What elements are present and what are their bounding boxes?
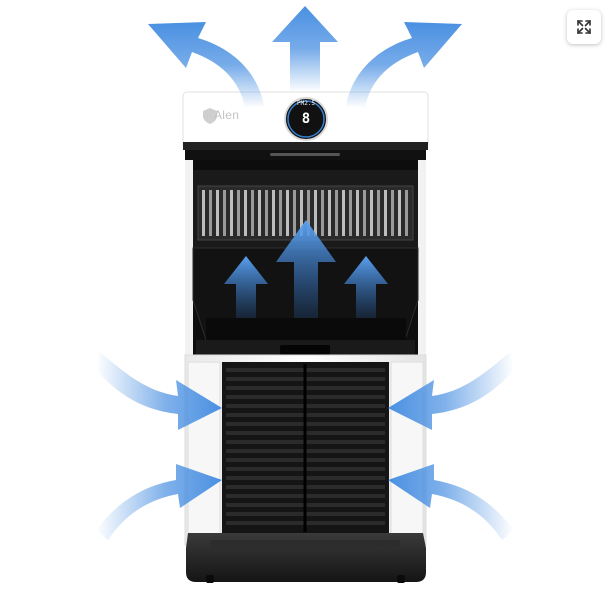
grille-bar <box>321 190 324 236</box>
grille-bar <box>405 190 408 236</box>
grille-bar <box>272 190 275 236</box>
display-value: 8 <box>296 111 316 127</box>
grille-bar <box>342 190 345 236</box>
grille-bar <box>398 190 401 236</box>
grille-bar <box>356 190 359 236</box>
display-pollutant-label: PM2.5 <box>296 100 316 107</box>
grille-bar <box>251 190 254 236</box>
grille-bar <box>209 190 212 236</box>
outflow-arrow-up <box>272 6 338 92</box>
grille-bar <box>265 190 268 236</box>
grille-bar <box>286 190 289 236</box>
expand-image-button[interactable] <box>567 10 601 44</box>
grille-bar <box>293 190 296 236</box>
grille-bar <box>230 190 233 236</box>
purifier-lower-body <box>185 355 426 545</box>
grille-bar <box>279 190 282 236</box>
purifier-base <box>186 533 426 583</box>
grille-bar <box>223 190 226 236</box>
grille-bar <box>363 190 366 236</box>
expand-arrows-icon <box>576 19 592 35</box>
grille-bar <box>384 190 387 236</box>
grille-bar <box>258 190 261 236</box>
grille-bar <box>335 190 338 236</box>
grille-bar <box>202 190 205 236</box>
grille-bar <box>328 190 331 236</box>
grille-bar <box>237 190 240 236</box>
grille-bar <box>314 190 317 236</box>
grille-bar <box>377 190 380 236</box>
grille-bar <box>216 190 219 236</box>
grille-bar <box>349 190 352 236</box>
brand-name: Alen <box>214 108 239 122</box>
grille-bar <box>391 190 394 236</box>
grille-bar <box>370 190 373 236</box>
grille-bar <box>244 190 247 236</box>
